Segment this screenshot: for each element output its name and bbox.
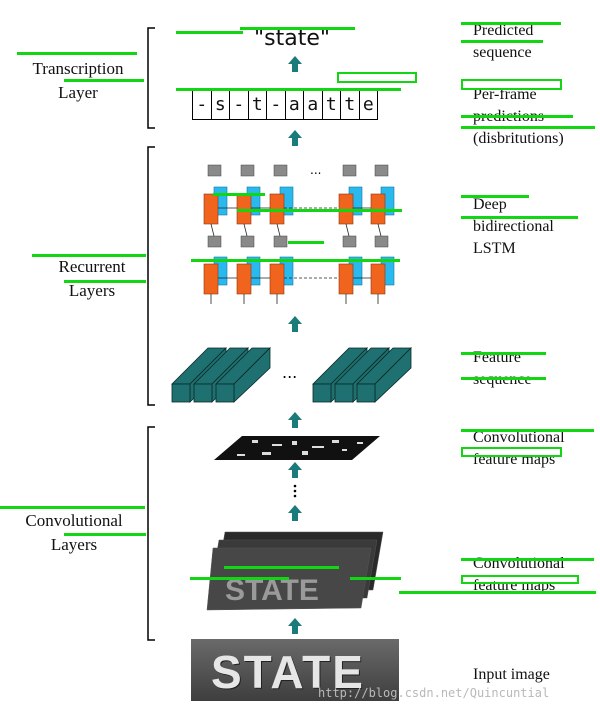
up-arrow-icon (288, 618, 302, 634)
annotation-line (461, 558, 594, 561)
frame-cell: t (323, 89, 341, 119)
annotation-line (461, 195, 529, 198)
annotation-line (461, 115, 573, 118)
annotation-box (461, 79, 562, 90)
annotation-line (176, 31, 243, 34)
up-arrow-icon (288, 130, 302, 146)
frame-cell: - (267, 89, 286, 119)
annotation-line (461, 126, 595, 129)
vertical-ellipsis-dot (293, 484, 297, 488)
annotation-line (350, 577, 401, 580)
annotation-line (240, 27, 355, 30)
input-image-label: Input image (473, 666, 550, 683)
lstm-cells: ... (203, 163, 395, 304)
transcription-bracket (147, 27, 155, 129)
annotation-line (461, 216, 578, 219)
input-image-text: STATE (211, 646, 365, 698)
annotation-line (461, 377, 546, 380)
up-arrow-icon (288, 412, 302, 428)
annotation-line (461, 429, 594, 432)
watermark: http://blog.csdn.net/Quincuntial (318, 686, 550, 700)
feature-ellipsis: ... (282, 363, 297, 382)
recurrent-label: Recurrent Layers (58, 257, 126, 300)
annotation-box (461, 575, 579, 584)
convolutional-bracket (147, 426, 155, 641)
frame-cell: e (362, 93, 374, 115)
frame-cell: t (341, 89, 360, 119)
predicted-sequence-text: "state" (254, 26, 330, 51)
annotation-line (0, 506, 145, 509)
annotation-line (288, 241, 324, 244)
input-image: STATE (191, 639, 399, 701)
annotation-line (32, 254, 146, 257)
annotation-line (224, 566, 339, 569)
convolutional-label: Convolutional Layers (25, 511, 123, 554)
annotation-line (191, 259, 400, 262)
frame-cell: t (249, 89, 267, 119)
up-arrow-icon (288, 316, 302, 332)
conv-feature-map-stack: STATE (206, 531, 384, 611)
annotation-box (337, 72, 417, 83)
conv-feature-map-top (214, 436, 380, 460)
frame-cell: - (230, 89, 249, 119)
frame-cell: a (304, 89, 323, 119)
annotation-line (213, 193, 265, 196)
lstm-diagram: ... (203, 163, 395, 304)
frame-cell: s (212, 89, 230, 119)
frame-cell: a (286, 89, 304, 119)
annotation-line (190, 577, 289, 580)
feature-bar (215, 347, 271, 403)
annotation-line (64, 79, 144, 82)
vertical-ellipsis-dot (293, 494, 297, 498)
vertical-ellipsis-dot (293, 489, 297, 493)
annotation-box (461, 447, 562, 457)
annotation-line (461, 22, 561, 25)
annotation-line (64, 280, 146, 283)
up-arrow-icon (288, 462, 302, 478)
annotation-line (461, 40, 543, 43)
annotation-line (17, 52, 137, 55)
annotation-line (64, 533, 146, 536)
annotation-line (399, 591, 596, 594)
up-arrow-icon (288, 505, 302, 521)
feature-sequence: ... (171, 347, 412, 403)
annotation-line (176, 88, 401, 91)
frame-cell: - (193, 89, 212, 119)
lstm-ellipsis: ... (310, 163, 321, 177)
up-arrow-icon (288, 56, 302, 72)
annotation-line (461, 352, 546, 355)
recurrent-bracket (147, 146, 155, 406)
transcription-label: Transcription Layer (32, 59, 124, 102)
feature-bar (356, 347, 412, 403)
annotation-line (237, 209, 402, 212)
